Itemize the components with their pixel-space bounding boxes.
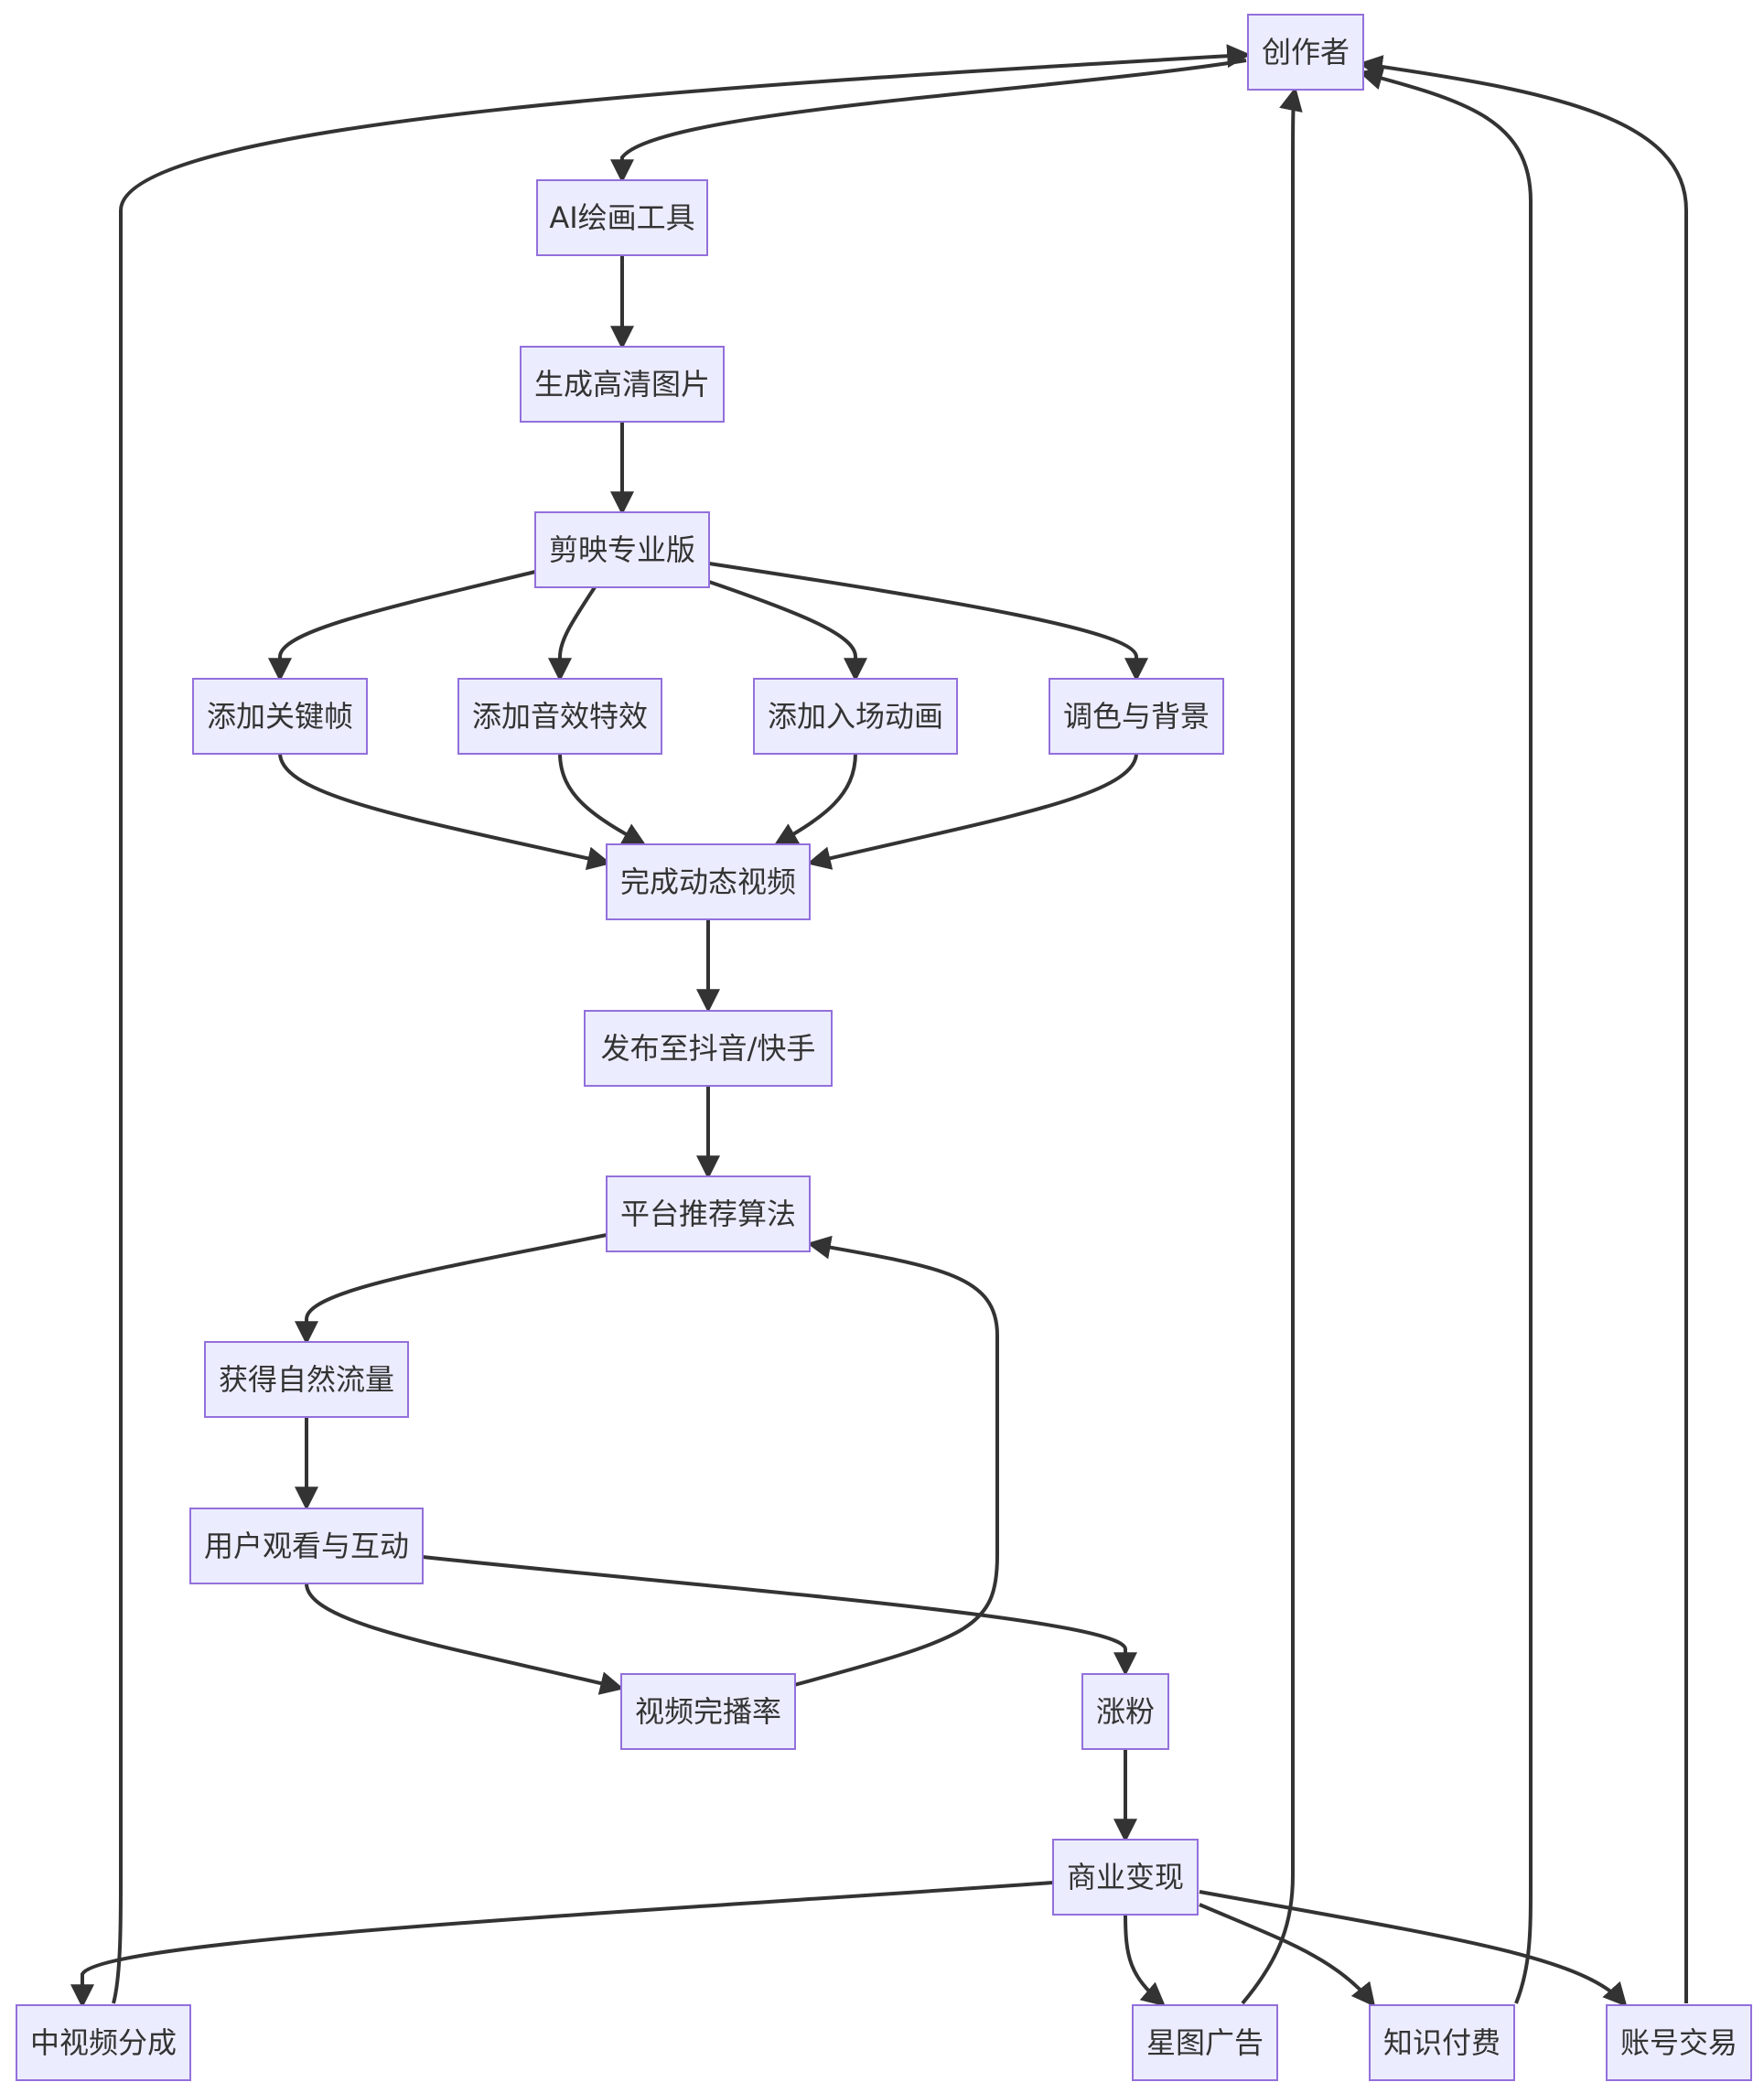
edge-monetize-to-account-trade	[1199, 1890, 1628, 2007]
node-account-trade[interactable]: 账号交易	[1606, 2004, 1752, 2081]
node-hd-image[interactable]: 生成高清图片	[520, 346, 725, 423]
edge-jianying-to-keyframe	[268, 570, 536, 682]
edge-monetize-to-mid-video	[70, 1881, 1054, 2009]
edge-jianying-to-sound-fx	[548, 585, 597, 682]
edge-interaction-to-followers	[422, 1555, 1137, 1677]
edge-jianying-to-color-bg	[708, 562, 1148, 682]
node-xingtu[interactable]: 星图广告	[1132, 2004, 1278, 2081]
node-monetize-box	[1052, 1839, 1199, 1916]
node-mid-video-box	[16, 2004, 191, 2081]
node-keyframe-box	[192, 678, 368, 755]
node-color-bg-label: 调色与背景	[1063, 699, 1210, 734]
node-traffic-box	[204, 1341, 409, 1418]
edge-interaction-to-completion	[305, 1583, 625, 1695]
node-followers[interactable]: 涨粉	[1081, 1673, 1169, 1750]
node-interaction-label: 用户观看与互动	[204, 1529, 409, 1563]
edge-algorithm-to-traffic	[295, 1233, 608, 1346]
node-video-done[interactable]: 完成动态视频	[606, 843, 811, 920]
node-mid-video-label: 中视频分成	[30, 2025, 177, 2060]
edge-mid-video-to-creator	[112, 44, 1252, 2004]
edge-completion-to-algorithm	[793, 1235, 999, 1687]
node-sound-fx-label: 添加音效特效	[472, 699, 648, 734]
node-account-trade-label: 账号交易	[1620, 2025, 1737, 2060]
node-intro-anim-label: 添加入场动画	[768, 699, 943, 734]
node-knowledge[interactable]: 知识付费	[1369, 2004, 1515, 2081]
edge-sound-fx-to-video-done	[558, 752, 647, 846]
node-xingtu-box	[1132, 2004, 1278, 2081]
edge-intro-anim-to-video-done	[773, 752, 857, 846]
node-sound-fx-box	[457, 678, 662, 755]
node-hd-image-box	[520, 346, 725, 423]
node-ai-tool-box	[536, 179, 708, 256]
node-interaction[interactable]: 用户观看与互动	[189, 1508, 424, 1584]
node-hd-image-label: 生成高清图片	[534, 367, 710, 402]
edge-xingtu-to-creator	[1241, 86, 1303, 2005]
node-jianying-box	[534, 511, 710, 588]
node-ai-tool-label: AI绘画工具	[549, 200, 694, 235]
node-traffic[interactable]: 获得自然流量	[204, 1341, 409, 1418]
edge-jianying-to-intro-anim	[708, 580, 867, 682]
nodes-layer: 创作者 AI绘画工具 生成高清图片 剪映专业版 添加关键帧 添加音效特效	[16, 14, 1752, 2081]
node-completion[interactable]: 视频完播率	[620, 1673, 796, 1750]
node-knowledge-box	[1369, 2004, 1515, 2081]
edge-knowledge-to-creator	[1358, 66, 1533, 2004]
node-publish-box	[584, 1010, 833, 1087]
node-video-done-label: 完成动态视频	[620, 864, 796, 899]
node-account-trade-box	[1606, 2004, 1752, 2081]
node-intro-anim[interactable]: 添加入场动画	[753, 678, 958, 755]
node-creator[interactable]: 创作者	[1247, 14, 1364, 91]
node-algorithm-box	[606, 1175, 811, 1252]
node-keyframe[interactable]: 添加关键帧	[192, 678, 368, 755]
node-ai-tool[interactable]: AI绘画工具	[536, 179, 708, 256]
node-keyframe-label: 添加关键帧	[207, 699, 353, 734]
node-xingtu-label: 星图广告	[1146, 2025, 1264, 2060]
node-monetize-label: 商业变现	[1067, 1860, 1184, 1894]
node-completion-box	[620, 1673, 796, 1750]
edge-monetize-to-knowledge	[1199, 1903, 1376, 2008]
node-followers-label: 涨粉	[1096, 1694, 1155, 1729]
node-color-bg[interactable]: 调色与背景	[1049, 678, 1224, 755]
edge-monetize-to-xingtu	[1124, 1913, 1166, 2007]
node-publish[interactable]: 发布至抖音/快手	[584, 1010, 833, 1087]
node-creator-box	[1247, 14, 1364, 91]
edge-account-trade-to-creator	[1358, 55, 1689, 2003]
node-jianying[interactable]: 剪映专业版	[534, 511, 710, 588]
node-followers-box	[1081, 1673, 1169, 1750]
node-interaction-box	[189, 1508, 424, 1584]
edges-layer	[70, 44, 1689, 2009]
edge-keyframe-to-video-done	[278, 752, 612, 871]
node-algorithm[interactable]: 平台推荐算法	[606, 1175, 811, 1252]
node-publish-label: 发布至抖音/快手	[601, 1031, 816, 1066]
edge-color-bg-to-video-done	[806, 752, 1138, 870]
node-knowledge-label: 知识付费	[1383, 2025, 1500, 2060]
node-monetize[interactable]: 商业变现	[1052, 1839, 1199, 1916]
node-mid-video[interactable]: 中视频分成	[16, 2004, 191, 2081]
edge-creator-to-ai-tool	[610, 59, 1247, 184]
node-intro-anim-box	[753, 678, 958, 755]
node-creator-label: 创作者	[1262, 35, 1350, 70]
node-color-bg-box	[1049, 678, 1224, 755]
node-sound-fx[interactable]: 添加音效特效	[457, 678, 662, 755]
node-algorithm-label: 平台推荐算法	[620, 1197, 796, 1231]
node-jianying-label: 剪映专业版	[549, 532, 695, 567]
node-traffic-label: 获得自然流量	[219, 1362, 394, 1397]
node-completion-label: 视频完播率	[635, 1694, 781, 1729]
node-video-done-box	[606, 843, 811, 920]
